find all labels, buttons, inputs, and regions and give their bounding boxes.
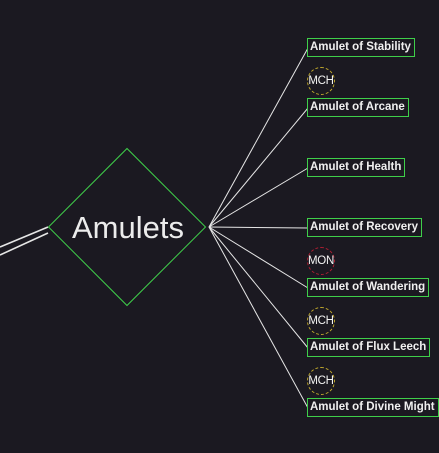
branch-connector-divine-might (208, 226, 309, 409)
node-amulet-of-recovery[interactable]: Amulet of Recovery (307, 218, 423, 237)
node-amulet-of-divine-might[interactable]: Amulet of Divine Might (307, 398, 439, 417)
branch-connector-health (208, 167, 309, 228)
node-amulet-of-health[interactable]: Amulet of Health (307, 158, 406, 177)
hub-node-label: Amulets (72, 210, 184, 245)
node-amulet-of-flux-leech[interactable]: Amulet of Flux Leech (307, 338, 431, 357)
node-amulet-of-wandering[interactable]: Amulet of Wandering (307, 278, 430, 297)
branch-connector-wandering (208, 226, 309, 289)
branch-connector-stability (208, 47, 309, 228)
badge-mch: MCH (307, 367, 335, 395)
node-amulet-of-arcane[interactable]: Amulet of Arcane (307, 98, 409, 117)
node-amulet-of-stability[interactable]: Amulet of Stability (307, 38, 415, 57)
badge-mon: MON (307, 247, 335, 275)
parent-connector-line (0, 226, 49, 248)
branch-connector-flux-leech (208, 226, 309, 349)
branch-connector-arcane (208, 107, 309, 228)
branch-connector-recovery (208, 226, 309, 229)
parent-connector-line (0, 232, 49, 256)
badge-mch: MCH (307, 67, 335, 95)
badge-mch: MCH (307, 307, 335, 335)
